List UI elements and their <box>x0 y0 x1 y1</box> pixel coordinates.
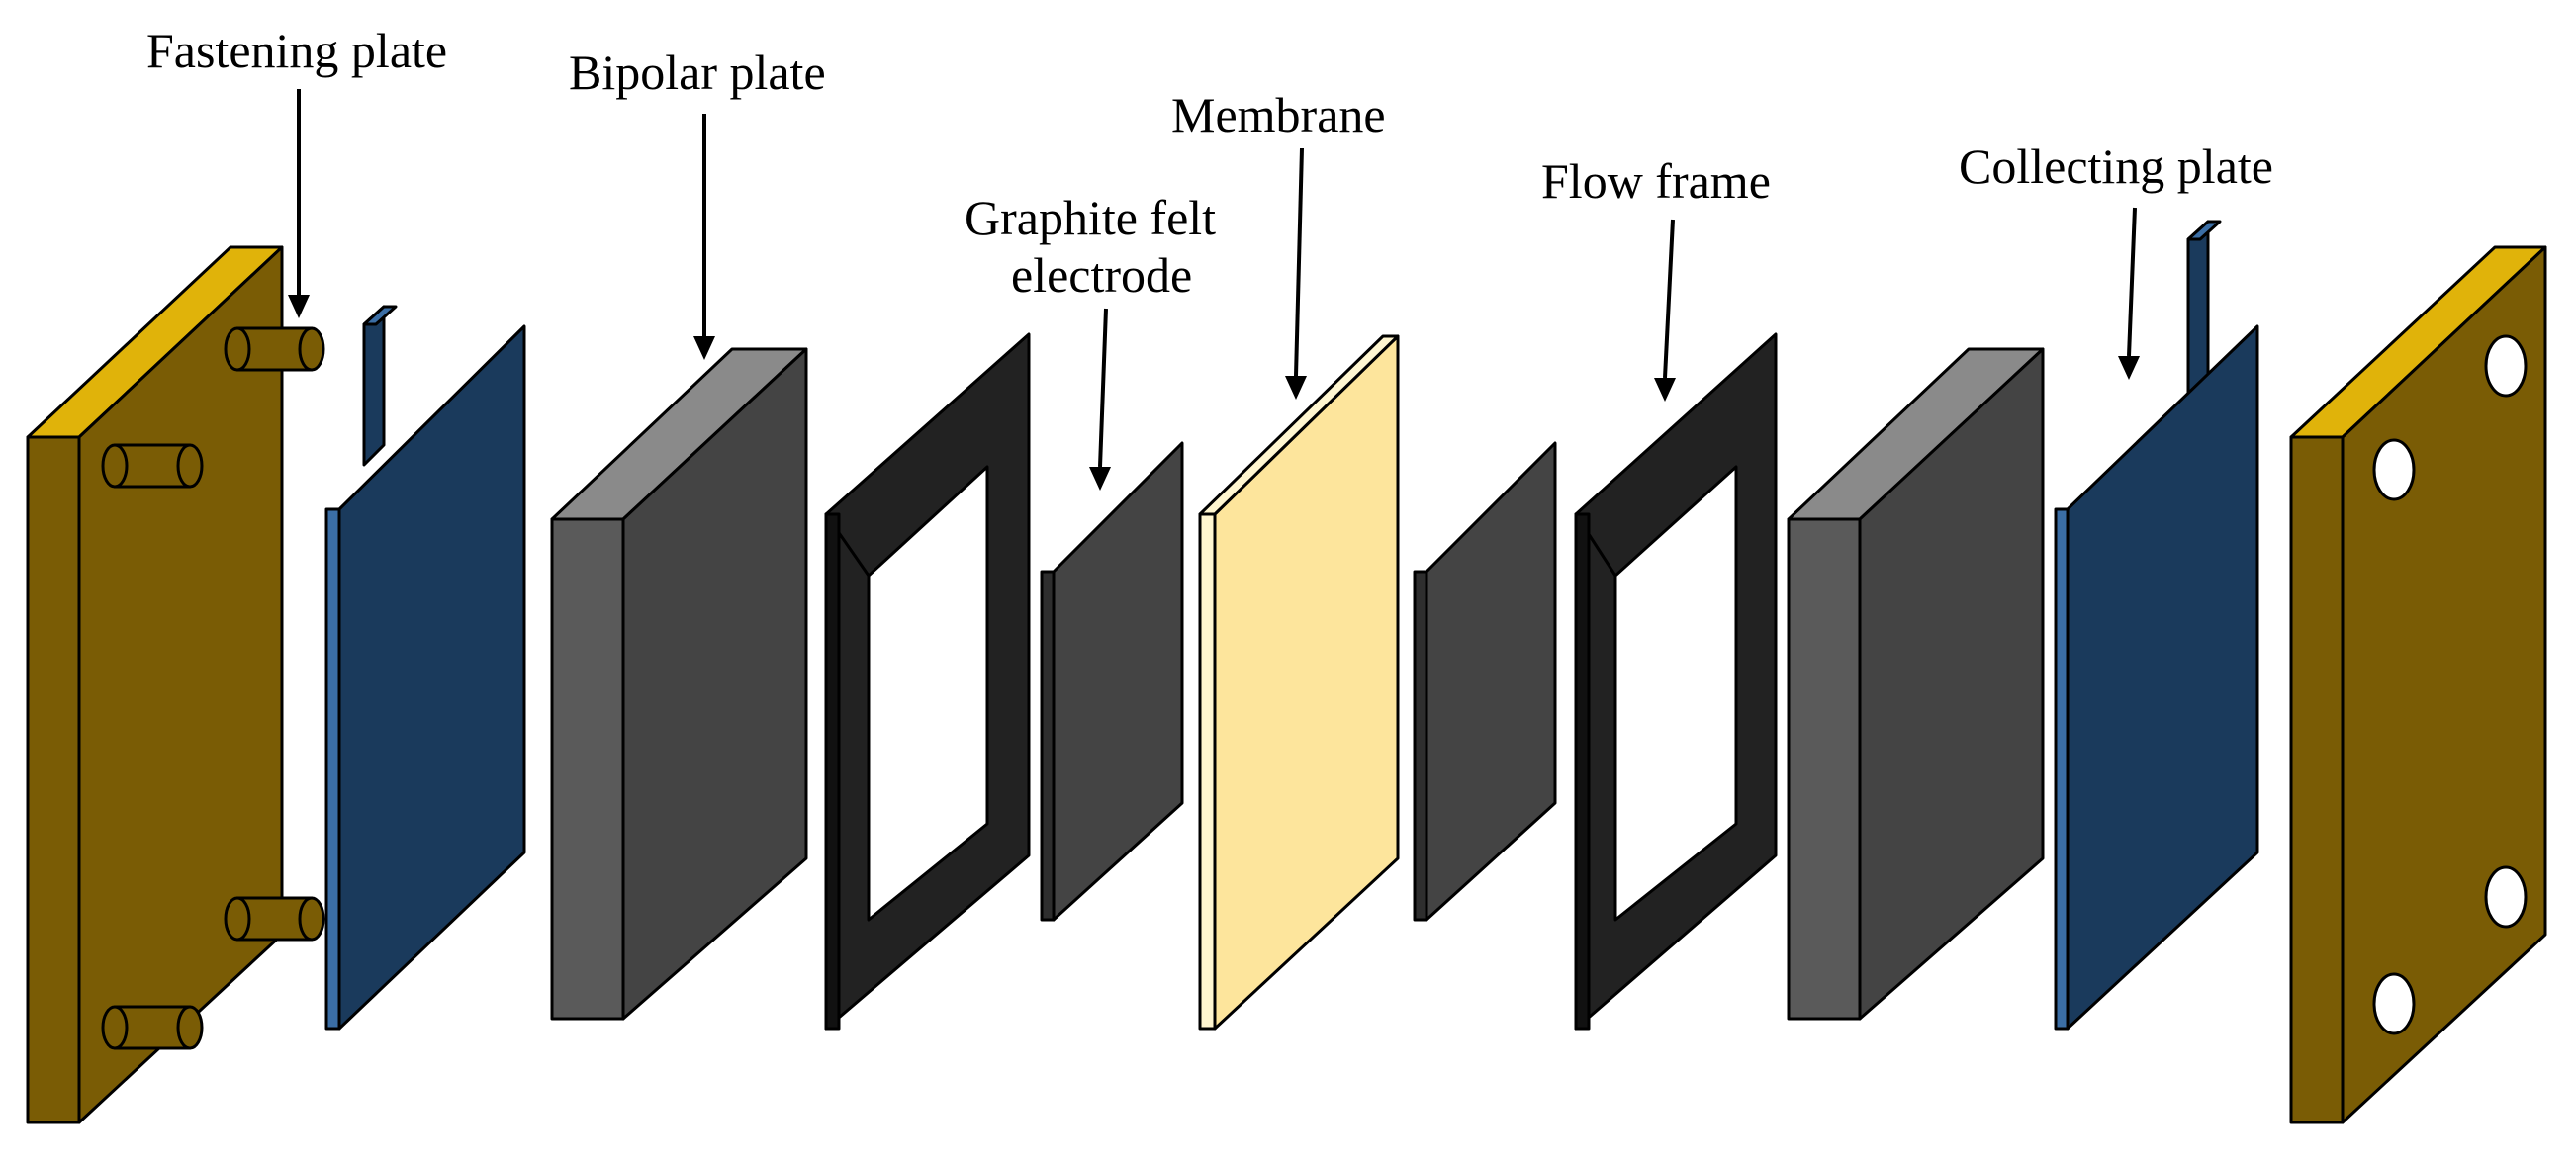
flow-frame-right-body <box>1574 332 1778 1031</box>
label-collecting-plate: Collecting plate <box>1959 138 2273 194</box>
flow-frame-left-body <box>824 332 1031 1031</box>
fastening-plate-right <box>2289 245 2547 1124</box>
peg <box>101 443 204 489</box>
membrane <box>1198 334 1400 1031</box>
peg <box>224 326 325 372</box>
arrow-graphite-felt <box>1089 308 1111 491</box>
flow-frame-right <box>1574 332 1778 1031</box>
bipolar-plate-left <box>550 347 808 1021</box>
graphite-felt-left-face <box>1052 441 1184 922</box>
bolt-hole <box>2484 334 2528 398</box>
fastening-plate-left-front <box>26 435 81 1124</box>
fastening-plate-right-front <box>2289 435 2345 1124</box>
collecting-plate-right-tab <box>2186 220 2210 396</box>
arrow-membrane <box>1285 147 1307 400</box>
arrow-flow-frame <box>1654 219 1676 402</box>
bolt-hole <box>2372 438 2416 501</box>
collecting-plate-left-tab <box>362 305 386 467</box>
graphite-felt-right-face <box>1425 441 1557 922</box>
membrane-face <box>1213 334 1400 1031</box>
bipolar-plate-left-front <box>550 517 625 1021</box>
label-graphite-felt-line2: electrode <box>1011 247 1192 303</box>
arrow-collecting-plate <box>2118 207 2140 380</box>
peg <box>101 1005 204 1050</box>
label-membrane: Membrane <box>1171 87 1386 142</box>
arrow-fastening-plate <box>288 89 310 318</box>
bolt-hole <box>2372 972 2416 1035</box>
bipolar-plate-right <box>1787 347 2045 1021</box>
arrow-bipolar-plate <box>693 114 715 360</box>
flow-frame-left <box>824 332 1031 1031</box>
collecting-plate-right <box>2054 220 2259 1031</box>
peg <box>224 896 325 942</box>
callout-arrows <box>288 89 2140 491</box>
fastening-plate-left <box>26 245 325 1124</box>
bolt-hole <box>2484 865 2528 929</box>
collecting-plate-left <box>324 305 526 1031</box>
graphite-felt-left <box>1040 441 1184 922</box>
label-bipolar-plate: Bipolar plate <box>569 45 826 100</box>
labels: Fastening plate Bipolar plate Graphite f… <box>146 23 2273 303</box>
label-flow-frame: Flow frame <box>1541 153 1771 209</box>
graphite-felt-right <box>1413 441 1557 922</box>
collecting-plate-right-face <box>2066 324 2259 1031</box>
label-fastening-plate: Fastening plate <box>146 23 447 78</box>
bipolar-plate-right-front <box>1787 517 1862 1021</box>
label-graphite-felt-line1: Graphite felt <box>965 190 1216 245</box>
